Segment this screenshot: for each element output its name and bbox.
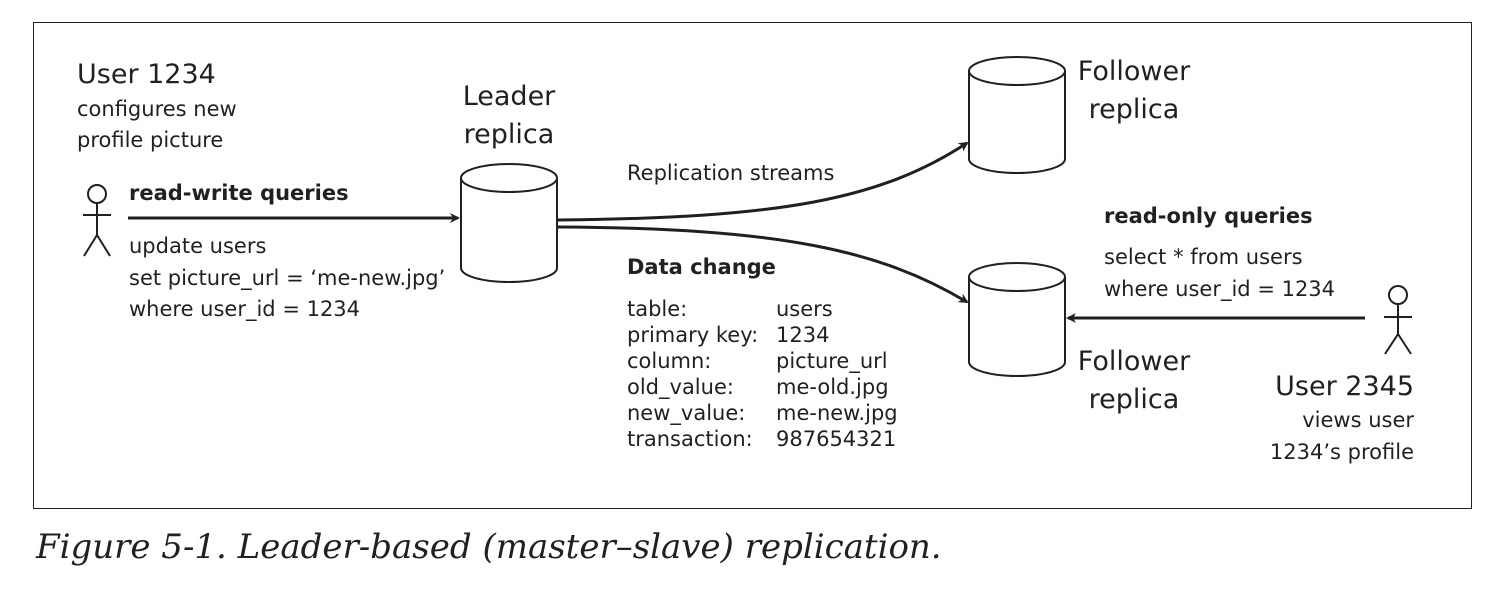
user-2345-person-icon bbox=[1384, 285, 1412, 355]
data-change-row: primary key: 1234 bbox=[627, 323, 898, 349]
read-write-label: read-write queries bbox=[129, 181, 349, 205]
follower-bottom-label-line-1: Follower bbox=[1077, 346, 1191, 377]
user-1234-desc-line-1: configures new bbox=[77, 97, 237, 121]
data-change-row: table: users bbox=[627, 297, 898, 323]
data-change-key: transaction: bbox=[627, 427, 753, 451]
user-2345-title: User 2345 bbox=[1275, 371, 1414, 402]
leader-label-line-2: replica bbox=[463, 119, 555, 150]
data-change-row: transaction: 987654321 bbox=[627, 427, 898, 453]
data-change-value: users bbox=[776, 297, 833, 321]
figure-frame bbox=[33, 22, 1472, 509]
figure-caption: Figure 5-1. Leader-based (master–slave) … bbox=[36, 527, 942, 567]
data-change-value: me-new.jpg bbox=[776, 401, 898, 425]
read-write-query-line-2: set picture_url = ‘me-new.jpg’ bbox=[129, 266, 446, 290]
data-change-row: new_value: me-new.jpg bbox=[627, 401, 898, 427]
data-change-title: Data change bbox=[627, 255, 776, 279]
replication-stream-top-arrow bbox=[557, 141, 969, 222]
follower-top-database-icon bbox=[968, 56, 1066, 174]
data-change-row: old_value: me-old.jpg bbox=[627, 375, 898, 401]
data-change-key: old_value: bbox=[627, 375, 734, 399]
data-change-value: 1234 bbox=[776, 323, 830, 347]
replication-streams-label: Replication streams bbox=[627, 161, 835, 185]
user-2345-desc-line-1: views user bbox=[1302, 408, 1414, 432]
read-only-label: read-only queries bbox=[1104, 204, 1313, 228]
user-1234-desc-line-2: profile picture bbox=[77, 128, 224, 152]
read-only-query-line-1: select * from users bbox=[1104, 245, 1303, 269]
follower-top-label-line-1: Follower bbox=[1077, 56, 1191, 87]
follower-bottom-label-line-2: replica bbox=[1088, 384, 1180, 415]
data-change-row: column: picture_url bbox=[627, 349, 898, 375]
read-only-query-line-2: where user_id = 1234 bbox=[1104, 277, 1336, 301]
data-change-value: picture_url bbox=[776, 349, 888, 373]
data-change-key: table: bbox=[627, 297, 688, 321]
data-change-key: column: bbox=[627, 349, 712, 373]
read-write-query-line-1: update users bbox=[129, 234, 267, 258]
replication-stream-bottom-arrow bbox=[557, 225, 969, 304]
user-1234-title: User 1234 bbox=[77, 59, 216, 90]
follower-top-label-line-2: replica bbox=[1088, 94, 1180, 125]
data-change-key: new_value: bbox=[627, 401, 746, 425]
follower-bottom-database-icon bbox=[968, 262, 1066, 377]
user-1234-person-icon bbox=[83, 184, 111, 257]
data-change-table: table: users primary key: 1234 column: pict… bbox=[627, 297, 898, 453]
read-write-query-line-3: where user_id = 1234 bbox=[129, 297, 361, 321]
data-change-value: me-old.jpg bbox=[776, 375, 889, 399]
leader-database-icon bbox=[460, 163, 558, 283]
data-change-key: primary key: bbox=[627, 323, 759, 347]
user-2345-desc-line-2: 1234’s profile bbox=[1269, 440, 1414, 464]
leader-label-line-1: Leader bbox=[462, 81, 556, 112]
data-change-value: 987654321 bbox=[776, 427, 897, 451]
